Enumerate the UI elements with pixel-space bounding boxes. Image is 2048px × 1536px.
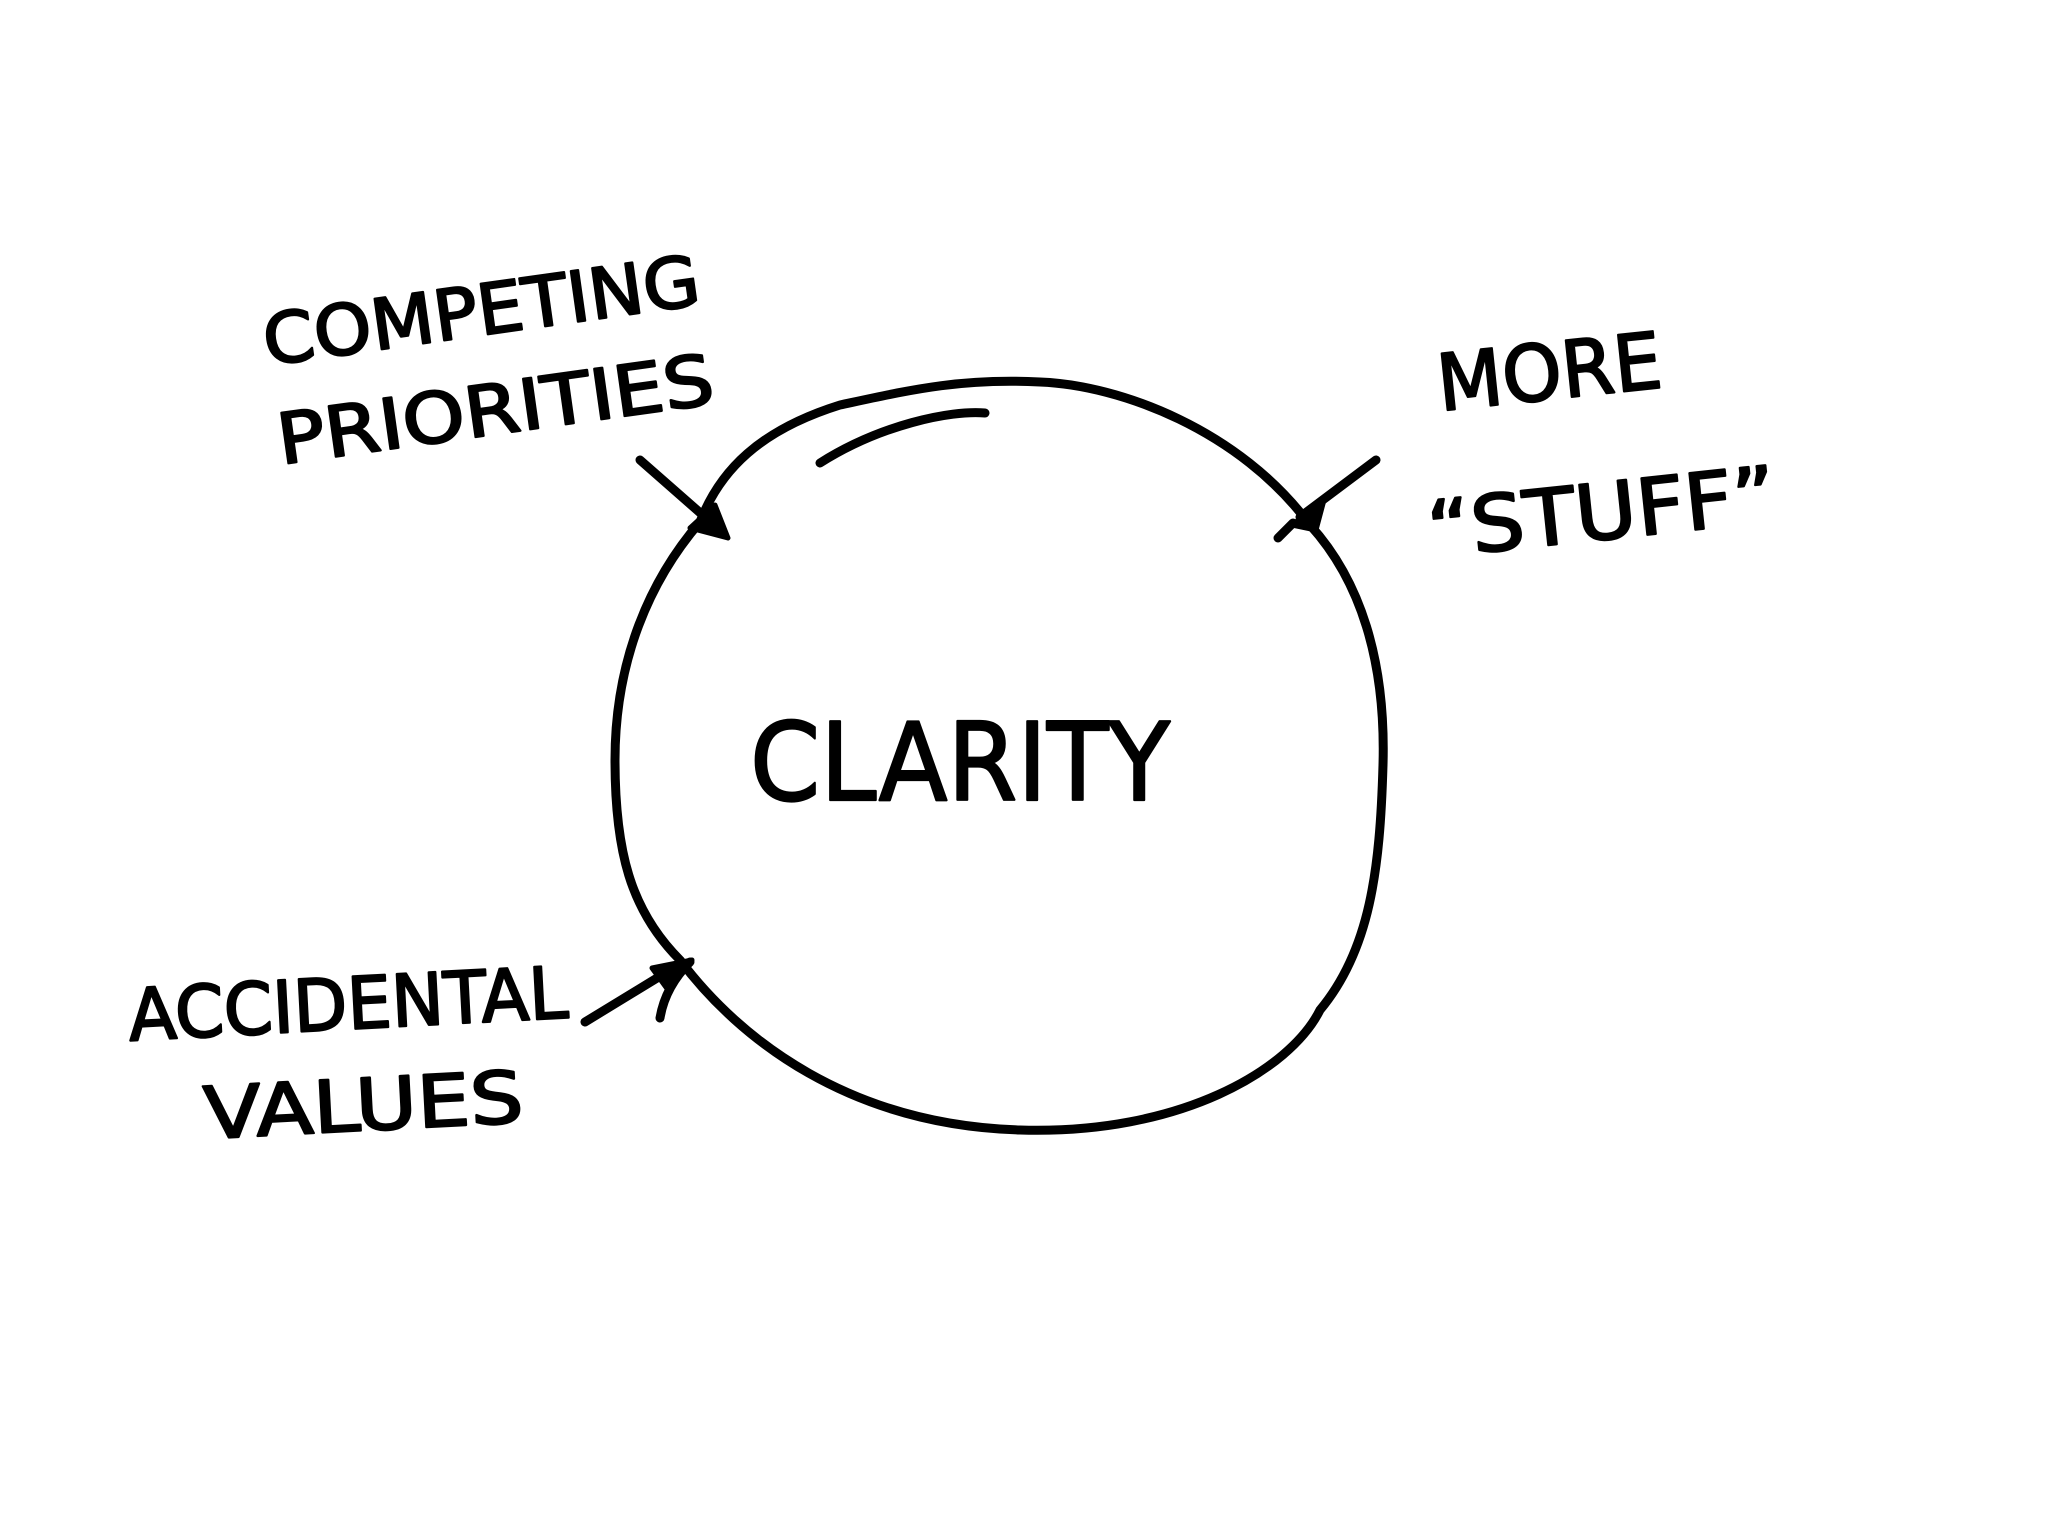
clarity-circle [610, 376, 1388, 1135]
competing-priorities-label: COMPETING PRIORITIES [257, 239, 720, 483]
accidental-values-line-1: ACCIDENTAL [126, 951, 570, 1058]
more-stuff-label: MORE “STUFF” [1422, 315, 1782, 577]
circle-overlap-stroke [815, 408, 990, 468]
center-label: CLARITY [750, 701, 1171, 826]
arrowhead-competing-priorities [687, 502, 731, 541]
accidental-values-label: ACCIDENTAL VALUES [125, 950, 571, 1157]
more-stuff-line-1: MORE [1433, 317, 1666, 430]
arrowhead-accidental-values [649, 957, 695, 993]
accidental-values-line-2: VALUES [201, 1055, 525, 1156]
arrowhead-more-stuff [1289, 497, 1327, 533]
more-stuff-line-2: “STUFF” [1423, 450, 1780, 576]
